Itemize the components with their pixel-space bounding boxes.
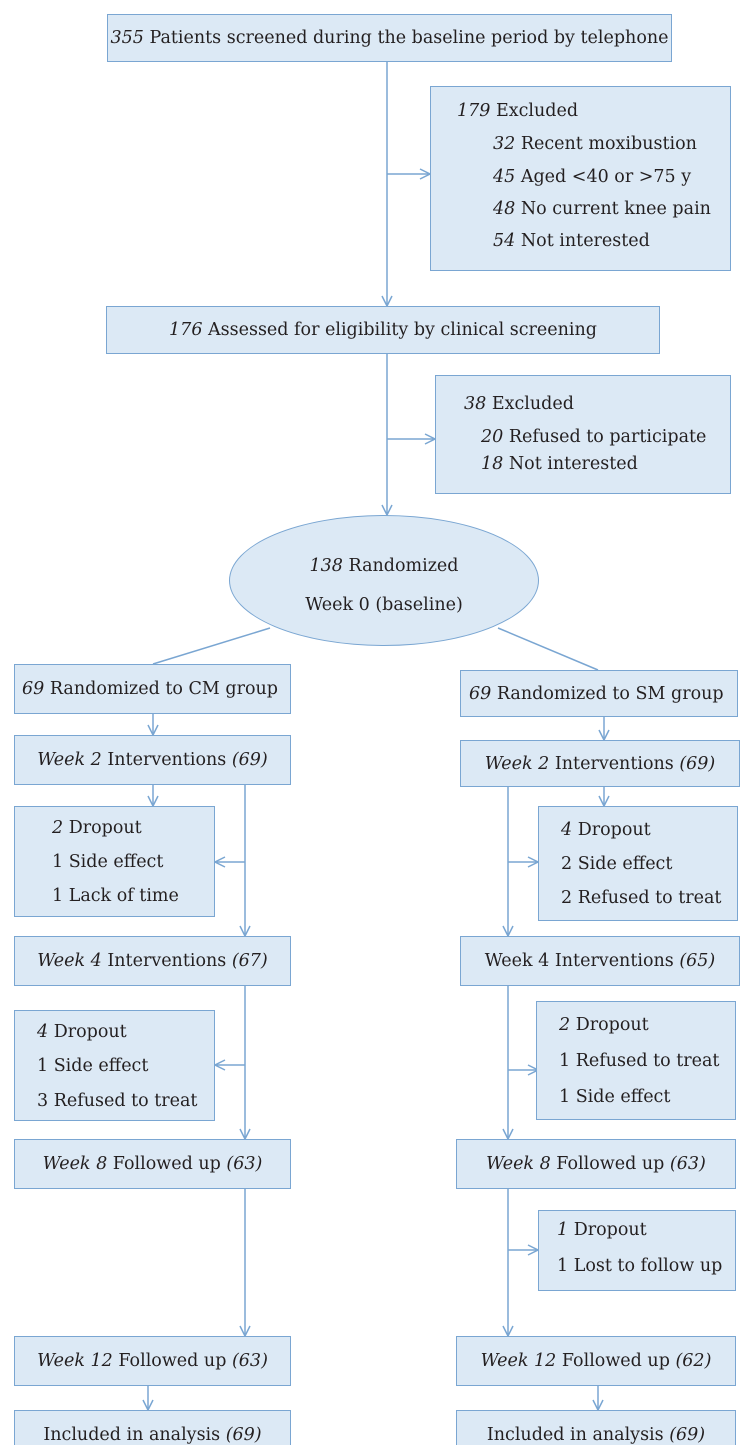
cm-analysis-box: Included in analysis (69) <box>14 1410 291 1445</box>
list-item: 2 Refused to treat <box>561 888 722 908</box>
list-item: 1 Refused to treat <box>559 1051 720 1071</box>
sm-week2-box: Week 2 Interventions (69) <box>460 740 740 787</box>
excluded-box-2: 38 Excluded 20 Refused to participate 18… <box>435 375 731 494</box>
list-item: 1 Side effect <box>37 1056 149 1076</box>
excluded2-count: 38 <box>464 394 487 414</box>
randomized-count: 138 <box>309 556 343 576</box>
list-item: 2 Side effect <box>561 854 673 874</box>
sm-dropout-box-3: 1 Dropout 1 Lost to follow up <box>538 1210 736 1291</box>
list-item: 1 Side effect <box>559 1087 671 1107</box>
list-item: 1 Lost to follow up <box>557 1256 723 1276</box>
screening-box: 355 Patients screened during the baselin… <box>107 14 672 62</box>
randomized-ellipse: 138 Randomized Week 0 (baseline) <box>229 515 539 646</box>
list-item: 54 Not interested <box>493 231 650 251</box>
cm-week8-box: Week 8 Followed up (63) <box>14 1139 291 1189</box>
excluded1-label: Excluded <box>490 101 579 121</box>
sm-dropout-box-2: 2 Dropout 1 Refused to treat 1 Side effe… <box>536 1001 736 1120</box>
cm-dropout-box-2: 4 Dropout 1 Side effect 3 Refused to tre… <box>14 1010 215 1121</box>
screening-count: 355 <box>110 28 144 48</box>
line-to-sm <box>497 627 599 671</box>
randomized-label: Randomized <box>342 556 459 576</box>
excluded-box-1: 179 Excluded 32 Recent moxibustion 45 Ag… <box>430 86 731 271</box>
sm-week12-box: Week 12 Followed up (62) <box>456 1336 736 1386</box>
cm-week4-box: Week 4 Interventions (67) <box>14 936 291 986</box>
list-item: 32 Recent moxibustion <box>493 134 697 154</box>
cm-week2-box: Week 2 Interventions (69) <box>14 735 291 785</box>
excluded2-label: Excluded <box>486 394 574 414</box>
list-item: 1 Lack of time <box>52 886 179 906</box>
list-item: 18 Not interested <box>481 454 638 474</box>
screening-label: Patients screened during the baseline pe… <box>143 28 669 48</box>
cm-week12-box: Week 12 Followed up (63) <box>14 1336 291 1386</box>
sm-dropout-box-1: 4 Dropout 2 Side effect 2 Refused to tre… <box>538 806 738 921</box>
assessed-label: Assessed for eligibility by clinical scr… <box>202 320 597 340</box>
cm-group-box: 69 Randomized to CM group <box>14 664 291 714</box>
assessed-box: 176 Assessed for eligibility by clinical… <box>106 306 660 354</box>
excluded1-count: 179 <box>457 101 491 121</box>
sm-analysis-box: Included in analysis (69) <box>456 1410 736 1445</box>
sm-group-box: 69 Randomized to SM group <box>460 670 738 717</box>
cm-dropout-box-1: 2 Dropout 1 Side effect 1 Lack of time <box>14 806 215 917</box>
list-item: 20 Refused to participate <box>481 427 707 447</box>
sm-week8-box: Week 8 Followed up (63) <box>456 1139 736 1189</box>
randomized-week: Week 0 (baseline) <box>305 595 463 615</box>
list-item: 45 Aged <40 or >75 y <box>493 167 692 187</box>
list-item: 48 No current knee pain <box>493 199 711 219</box>
line-to-cm <box>152 627 271 665</box>
assessed-count: 176 <box>169 320 203 340</box>
list-item: 3 Refused to treat <box>37 1091 198 1111</box>
list-item: 1 Side effect <box>52 852 164 872</box>
sm-week4-box: Week 4 Interventions (65) <box>460 936 740 986</box>
